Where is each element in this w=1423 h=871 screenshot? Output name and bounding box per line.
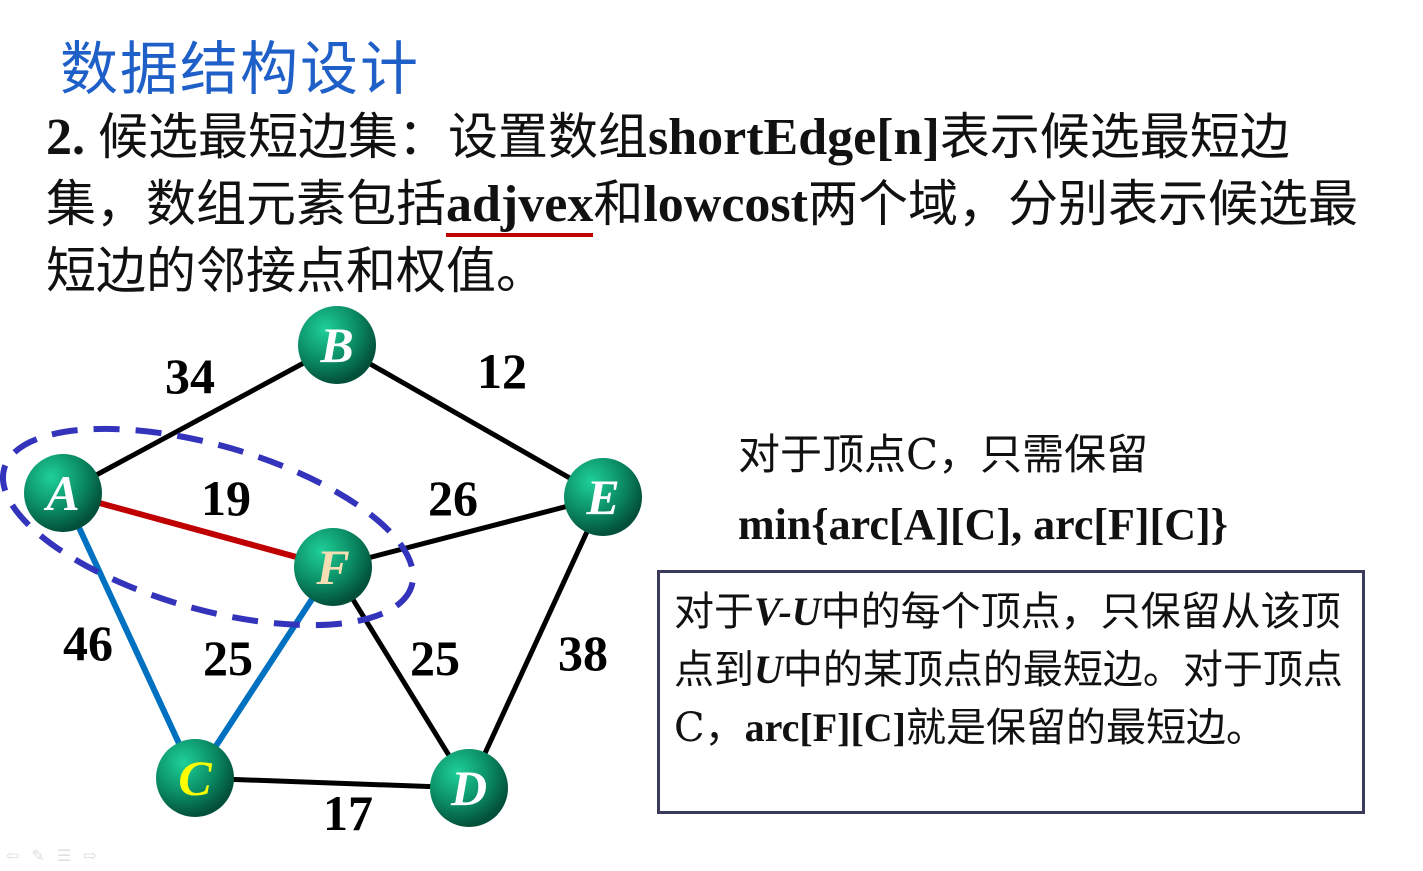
node-A [24,454,102,532]
node-F [294,528,372,606]
node-label-E: E [585,469,619,525]
arrow-right-icon[interactable]: ⇨ [83,846,97,865]
edge-FC [192,565,336,780]
node-E [564,458,642,536]
slide-nav: ⇦ ✎ ☰ ⇨ [6,846,97,865]
slide-title: 数据结构设计 [60,35,421,103]
edge-BE [335,342,605,500]
box-text: 对于 [674,589,754,635]
graph-diagram: 34 12 19 26 46 25 25 38 17 A B C D E F [0,306,642,841]
menu-icon[interactable]: ☰ [56,846,72,865]
code-shortedge: shortEdge[n] [648,109,940,166]
para-text: 表示候选最短边集，数组元素包括 [46,108,1290,233]
edge-ED [466,495,606,790]
note-line1: 对于顶点C，只需保留 [738,430,1149,479]
node-label-F: F [315,539,349,595]
node-B [298,306,376,384]
edge-weight-FC: 25 [203,630,253,686]
node-D [430,749,508,827]
edge-FD [330,565,472,790]
edge-weight-ED: 38 [558,625,608,681]
edge-AF [62,490,334,570]
box-text: 就是保留的最短边。 [906,705,1266,751]
node-label-B: B [319,317,353,373]
box-text: 中的某顶点的最短边。对于顶点C， [674,647,1343,751]
edge-weight-CD: 17 [323,785,373,841]
node-label-C: C [178,750,212,806]
para-text: 和 [593,175,644,233]
edge-weight-BE: 12 [477,343,527,399]
node-C [156,739,234,817]
code-adjvex: adjvex [446,176,594,237]
explanation-box: 对于V-U中的每个顶点，只保留从该顶点到U中的某顶点的最短边。对于顶点C，arc… [657,570,1365,814]
edge-weight-AC: 46 [63,615,113,671]
edge-weight-AB: 34 [165,348,215,404]
box-vu: V-U [754,589,821,634]
pen-icon[interactable]: ✎ [31,846,45,865]
edge-weight-AF: 19 [201,470,251,526]
box-text: 中的每个顶点，只保留从该顶点到 [674,589,1341,693]
edge-weight-FD: 25 [410,630,460,686]
code-lowcost: lowcost [643,176,808,233]
note: 对于顶点C，只需保留 min{arc[A][C], arc[F][C]} [738,420,1228,560]
box-arc: arc[F][C] [744,705,906,750]
box-u: U [754,647,783,692]
para-text: 两个域，分别表示候选最短边的邻接点和权值。 [46,175,1358,300]
edge-AC [60,491,198,780]
node-label-D: D [450,760,487,816]
edge-FE [332,494,604,570]
edge-AB [61,342,339,496]
arrow-left-icon[interactable]: ⇦ [6,846,20,865]
para-text: 候选最短边集：设置数组 [98,108,648,166]
item-number: 2. [46,109,98,166]
slide-paragraph: 2. 候选最短边集：设置数组shortEdge[n]表示候选最短边集，数组元素包… [46,104,1386,304]
node-label-A: A [43,465,79,521]
selected-set-ellipse [0,425,417,629]
edge-CD [194,775,470,791]
note-formula: min{arc[A][C], arc[F][C]} [738,500,1228,549]
edge-weight-FE: 26 [428,470,478,526]
